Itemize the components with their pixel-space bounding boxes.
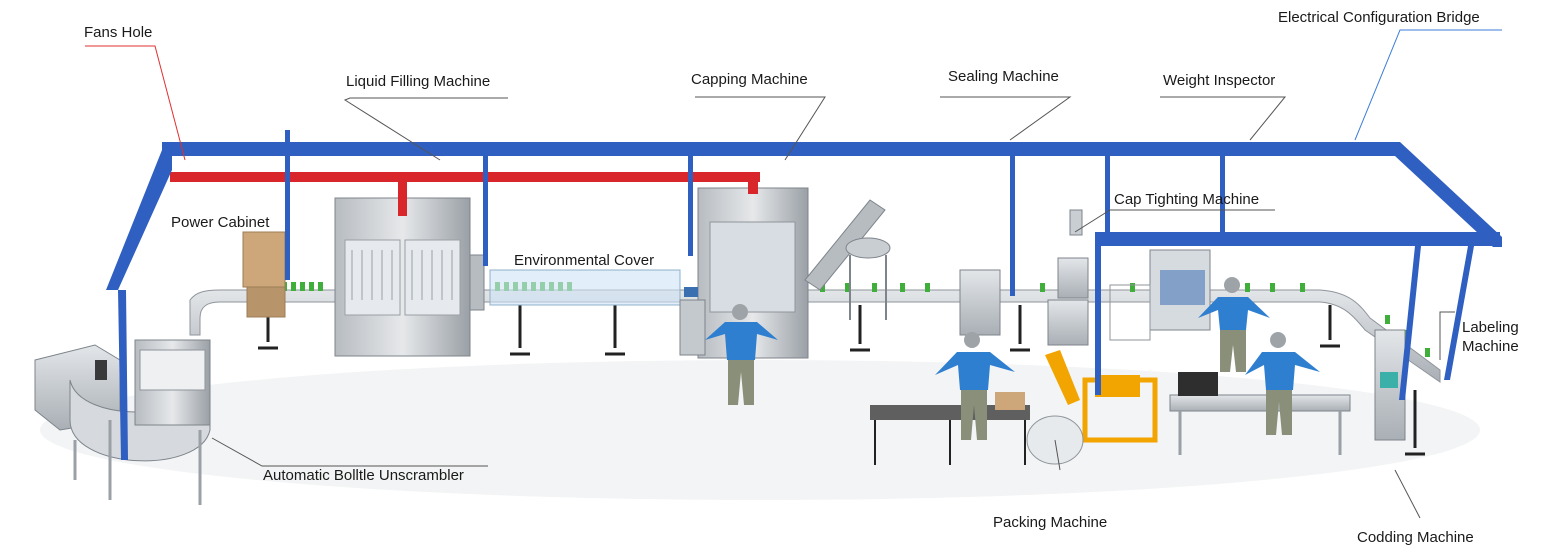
- worker-packing: [935, 332, 1015, 440]
- floor-shadow: [40, 360, 1480, 500]
- power-cabinet: [242, 231, 286, 318]
- label-environmental-cover: Environmental Cover: [514, 252, 655, 269]
- sealing-machine: [959, 269, 1001, 336]
- fans-hole-leader: [85, 45, 186, 161]
- sealing-leader: [940, 96, 1072, 141]
- bottle-unscrambler: [34, 339, 211, 505]
- leader-lines: [85, 29, 1502, 519]
- cap-tighting-machine: [1047, 209, 1089, 346]
- label-packing-machine: Packing Machine: [993, 514, 1108, 531]
- conveyor-line: [189, 289, 1441, 383]
- weight-inspector-leader: [1160, 96, 1287, 141]
- capping-leader: [695, 96, 826, 161]
- bridge-leader: [1354, 29, 1502, 141]
- packing-leader: [1054, 439, 1061, 471]
- labeling-machine: [1374, 329, 1406, 441]
- liquid-filling-machine: [334, 197, 485, 357]
- label-liquid-filling-machine: Liquid Filling Machine: [346, 73, 491, 90]
- packing-machine: [870, 350, 1158, 465]
- worker-coding: [1245, 332, 1320, 435]
- cap-tighting-leader: [1074, 209, 1275, 233]
- conveyor-stands: [258, 305, 1425, 456]
- electrical-bridge: [106, 130, 1502, 460]
- label-power-cabinet: Power Cabinet: [171, 214, 270, 231]
- labeling-leader: [1439, 311, 1455, 360]
- label-sealing-machine: Sealing Machine: [948, 68, 1059, 85]
- red-pipe: [170, 172, 760, 216]
- worker-weight: [1198, 277, 1270, 372]
- worker-capping: [705, 304, 778, 405]
- label-weight-inspector: Weight Inspector: [1163, 72, 1276, 89]
- label-electrical-configuration-bridge: Electrical Configuration Bridge: [1278, 9, 1480, 26]
- capping-machine: [679, 187, 891, 359]
- label-fans-hole: Fans Hole: [84, 24, 153, 41]
- codding-machine: [1169, 372, 1351, 455]
- label-codding-machine: Codding Machine: [1357, 529, 1474, 546]
- label-automatic-bottle-unscrambler: Automatic Bolltle Unscrambler: [263, 467, 464, 484]
- environmental-cover: [489, 269, 681, 306]
- workers: [705, 277, 1320, 440]
- label-cap-tighting-machine: Cap Tighting Machine: [1114, 191, 1260, 208]
- codding-leader: [1394, 469, 1421, 519]
- unscrambler-leader: [211, 437, 488, 467]
- liquid-filling-leader: [343, 97, 508, 161]
- label-labeling-machine: Labeling Machine: [1462, 319, 1519, 355]
- label-capping-machine: Capping Machine: [691, 71, 808, 88]
